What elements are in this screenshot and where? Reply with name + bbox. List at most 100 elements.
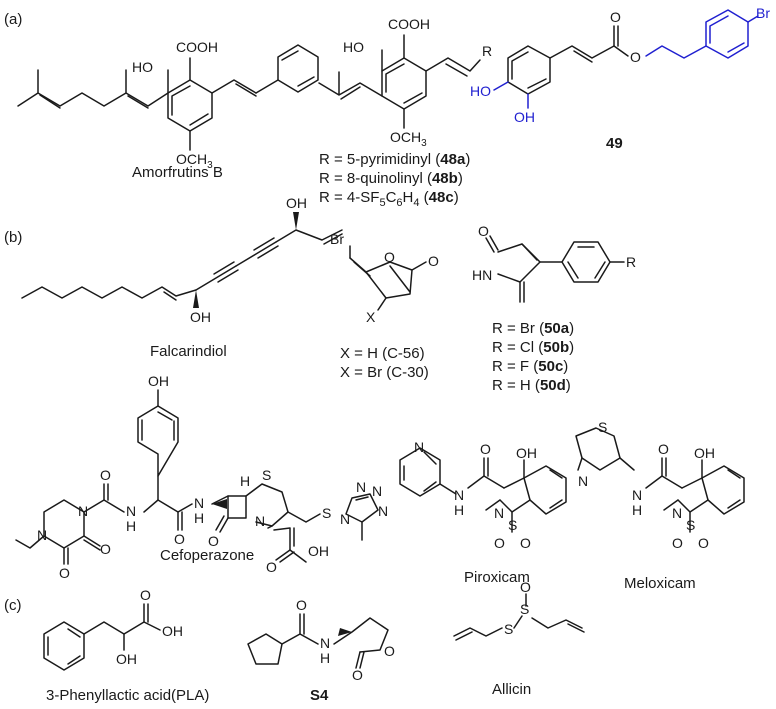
panel-label-b: (b) (4, 229, 22, 246)
pla-o-label: O (140, 587, 151, 603)
amorfrutins-cooh-label: COOH (176, 39, 218, 55)
c49-br-label: Br (756, 5, 770, 21)
cefo-n-urea-label: N (126, 503, 136, 519)
c48-och3-label: OCH3 (390, 129, 427, 149)
allicin-structure (453, 593, 585, 641)
c49-name: 49 (606, 135, 623, 152)
pirox-n-pyr-label: N (414, 439, 424, 455)
cefo-h-ring-label: H (240, 473, 250, 489)
c49-oh-label: OH (514, 109, 535, 125)
melox-h-amide-label: H (632, 502, 642, 518)
cefo-n-tz1-label: N (340, 511, 350, 527)
amorfrutins-och3-label: OCH3 (176, 151, 213, 171)
c49-ho-label: HO (470, 83, 491, 99)
allicin-s2-label: S (520, 601, 529, 617)
r-50d-label: R = H (50d) (492, 377, 571, 394)
melox-o-s1-label: O (672, 535, 683, 551)
c50-o-label: O (478, 223, 489, 239)
pirox-o-s1-label: O (494, 535, 505, 551)
cefo-n-pip1-label: N (37, 527, 47, 543)
falcarindiol-structure (21, 212, 343, 308)
compound-49-structure (493, 9, 759, 109)
pla-structure (43, 603, 161, 671)
amorfrutins-b-structure (17, 44, 319, 151)
r-50a-label: R = Br (50a) (492, 320, 574, 337)
melox-n-amide-label: N (632, 487, 642, 503)
melox-oh-label: OH (694, 445, 715, 461)
pla-oh-acid-label: OH (162, 623, 183, 639)
r-48a-label: R = 5-pyrimidinyl (48a) (319, 151, 470, 168)
cefoperazone-structure (15, 389, 379, 565)
allicin-name: Allicin (492, 681, 531, 698)
falcarindiol-name: Falcarindiol (150, 343, 227, 360)
melox-n-thiazole-label: N (578, 473, 588, 489)
s4-o-amide-label: O (296, 597, 307, 613)
s4-structure (247, 613, 389, 669)
melox-n-ring-label: N (672, 505, 682, 521)
cefo-o-lactam-label: O (208, 533, 219, 549)
cefo-h-amide-label: H (194, 510, 204, 526)
pirox-oh-label: OH (516, 445, 537, 461)
cefo-oh-phenol-label: OH (148, 373, 169, 389)
cefo-n-tz4-label: N (378, 503, 388, 519)
cefo-n-amide-label: N (194, 495, 204, 511)
pla-oh-alpha-label: OH (116, 651, 137, 667)
melox-s-thiazole-label: S (598, 419, 607, 435)
cefo-n-tz3-label: N (372, 483, 382, 499)
cefo-o-pip2-label: O (100, 541, 111, 557)
falcarindiol-oh-top-label: OH (286, 195, 307, 211)
s4-h-label: H (320, 650, 330, 666)
cefo-n-tz2-label: N (356, 479, 366, 495)
cefo-s-ring-label: S (262, 467, 271, 483)
cefo-n-lactam-label: N (255, 513, 265, 529)
x-c56-label: X = H (C-56) (340, 345, 425, 362)
c48-ho-label: HO (343, 39, 364, 55)
meloxicam-name: Meloxicam (624, 575, 696, 592)
c48-cooh-label: COOH (388, 16, 430, 32)
cefo-o-pip1-label: O (59, 565, 70, 581)
x-c30-label: X = Br (C-30) (340, 364, 429, 381)
furanone-o-carbonyl-label: O (428, 253, 439, 269)
furanone-o-ring-label: O (384, 249, 395, 265)
panel-label-c: (c) (4, 597, 22, 614)
compound-50-structure (485, 235, 625, 303)
c48-r-label: R (482, 43, 492, 59)
meloxicam-structure (575, 427, 745, 533)
amorfrutins-ho-label: HO (132, 59, 153, 75)
s4-o-lactone-label: O (352, 667, 363, 683)
r-48b-label: R = 8-quinolinyl (48b) (319, 170, 463, 187)
piroxicam-structure (399, 447, 567, 533)
pirox-o-amide-label: O (480, 441, 491, 457)
pirox-n-ring-label: N (494, 505, 504, 521)
cefo-n-pip2-label: N (78, 503, 88, 519)
pla-name: 3-Phenyllactic acid(PLA) (46, 687, 209, 704)
r-50c-label: R = F (50c) (492, 358, 568, 375)
melox-o-amide-label: O (658, 441, 669, 457)
c50-hn-label: HN (472, 267, 492, 283)
r-50b-label: R = Cl (50b) (492, 339, 574, 356)
pirox-h-amide-label: H (454, 502, 464, 518)
pirox-n-amide-label: N (454, 487, 464, 503)
compound-48-structure (318, 34, 481, 129)
s4-o-ring-label: O (384, 643, 395, 659)
c49-o-ether-label: O (630, 49, 641, 65)
cefo-o-acid-label: O (266, 559, 277, 575)
allicin-o-label: O (520, 579, 531, 595)
melox-s-ring-label: S (686, 517, 695, 533)
pirox-o-s2-label: O (520, 535, 531, 551)
r-48c-label: R = 4-SF5C6H4 (48c) (319, 189, 459, 209)
cefo-o-urea-label: O (100, 467, 111, 483)
amorfrutins-b-name: Amorfrutins B (132, 164, 223, 181)
cefo-o-amide-label: O (174, 531, 185, 547)
panel-label-a: (a) (4, 11, 22, 28)
bromofuranone-structure (349, 245, 427, 311)
melox-o-s2-label: O (698, 535, 709, 551)
c50-r-label: R (626, 254, 636, 270)
s4-n-label: N (320, 635, 330, 651)
cefo-h-urea-label: H (126, 518, 136, 534)
cefoperazone-name: Cefoperazone (160, 547, 254, 564)
falcarindiol-oh-bottom-label: OH (190, 309, 211, 325)
allicin-s1-label: S (504, 621, 513, 637)
furanone-x-label: X (366, 309, 376, 325)
